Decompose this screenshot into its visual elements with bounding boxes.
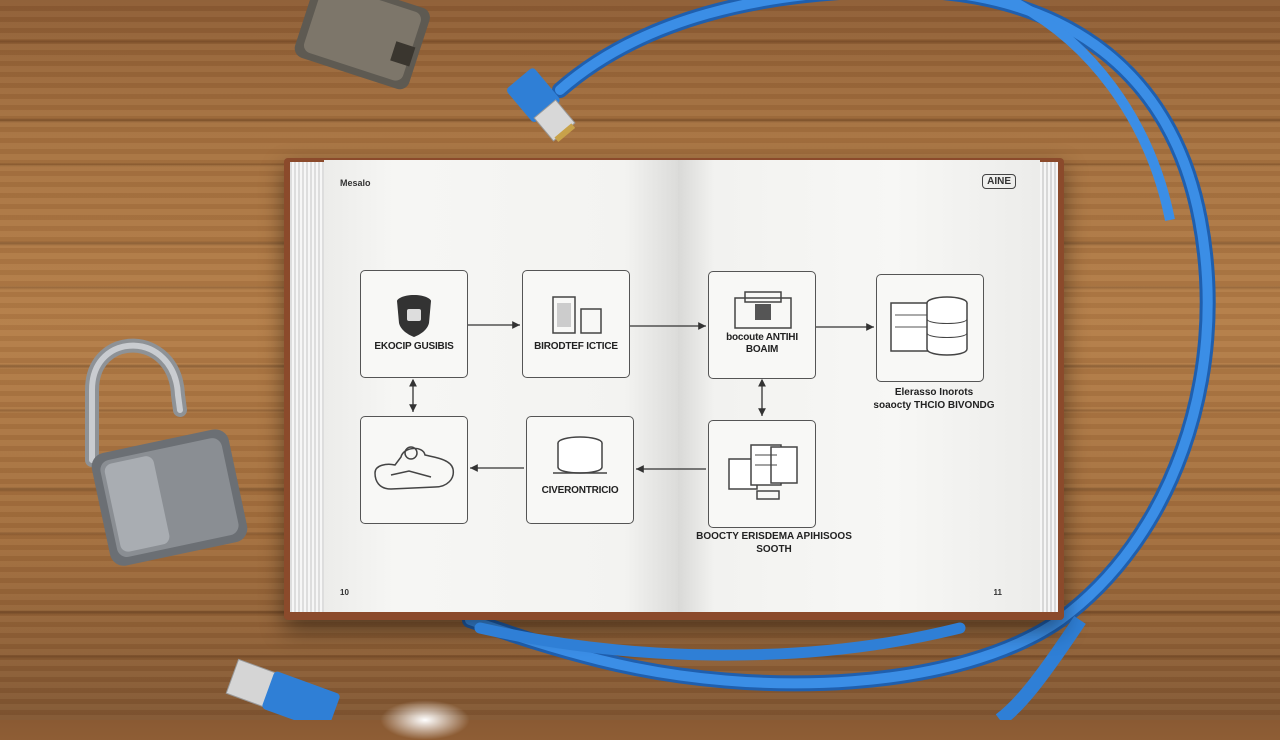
right-page: AINE 11 (678, 160, 1040, 612)
left-page: Mesalo 10 (324, 160, 678, 612)
left-running-header: Mesalo (340, 178, 371, 188)
server-cluster-icon (728, 444, 798, 500)
diagram-node-shield: EKOCIP GUSIBIS (360, 270, 468, 378)
network-map-icon (374, 446, 455, 490)
network-cable (462, 0, 1216, 720)
storage-icon (553, 436, 607, 474)
diagram-node-storage: CIVERONTRICIO (526, 416, 634, 524)
router-icon (734, 291, 792, 329)
diagram-node-servers: BIRODTEF ICTICE (522, 270, 630, 378)
left-page-number: 10 (340, 588, 349, 597)
shield-icon (397, 295, 431, 337)
diagram-arrows (409, 321, 874, 473)
database-icon (890, 296, 968, 356)
right-page-number: 11 (993, 588, 1002, 597)
diagram-node-network-map (360, 416, 468, 524)
diagram-node-database (876, 274, 984, 382)
diagram-node-label: BIRODTEF ICTICE (534, 341, 618, 352)
diagram-node-server-cluster (708, 420, 816, 528)
server-icon (552, 296, 602, 334)
rj45-connector-icon (225, 68, 576, 720)
page-edges-left (290, 162, 330, 612)
open-book: Mesalo 10 AINE 11 EKOCIP GUSIBIS BIRODTE… (284, 158, 1064, 620)
right-running-header: AINE (982, 174, 1016, 189)
diagram-node-label: CIVERONTRICIO (541, 485, 619, 496)
network-cable-front (474, 622, 966, 661)
padlock-icon (85, 0, 430, 566)
diagram-node-label: EKOCIP GUSIBIS (374, 341, 454, 352)
